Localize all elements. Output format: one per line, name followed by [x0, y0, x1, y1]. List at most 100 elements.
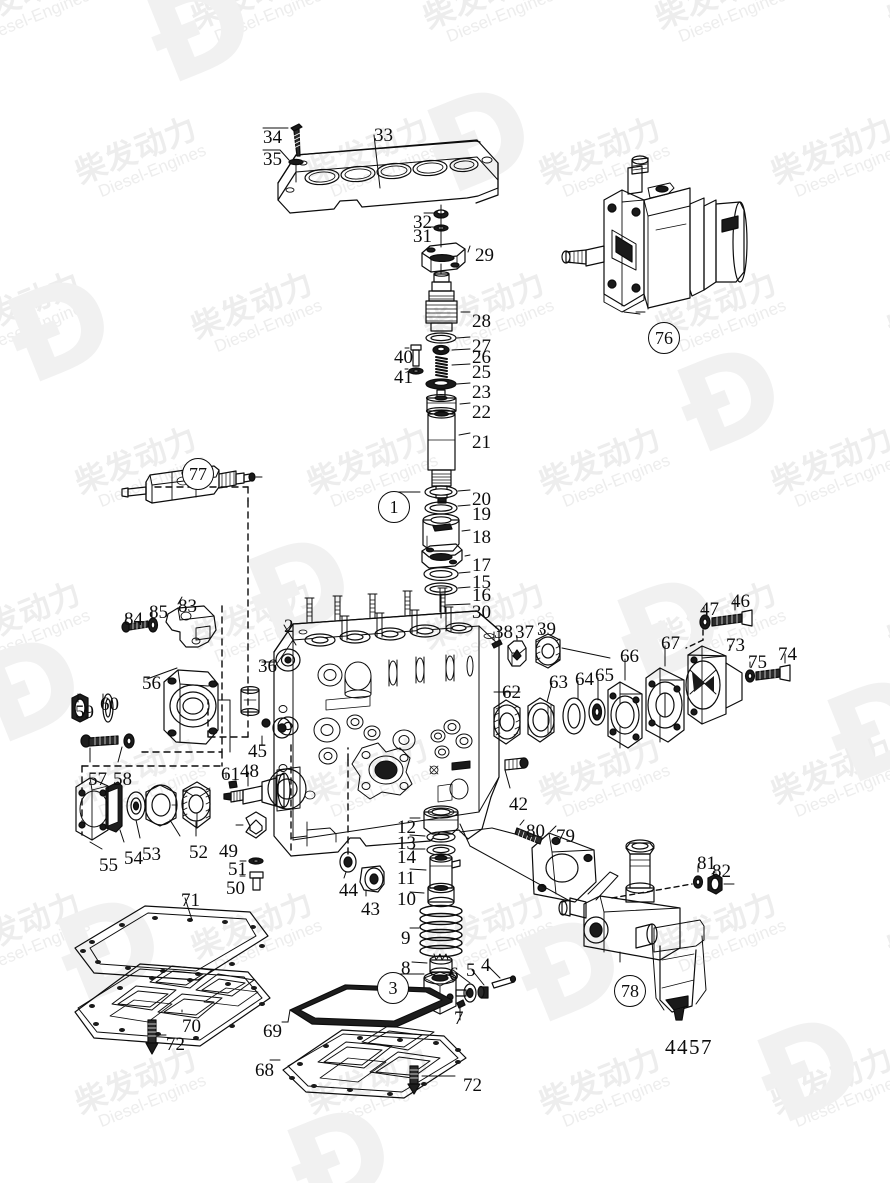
part-70-cover-plate: [74, 963, 271, 1047]
part-callout-76: 76: [648, 322, 680, 354]
part-label-73: 73: [726, 635, 745, 656]
part-84-screw: [121, 613, 149, 633]
part-label-38: 38: [494, 622, 513, 643]
part-65-seal: [588, 677, 606, 726]
part-label-11: 11: [397, 868, 416, 889]
part-27-oring: [425, 332, 471, 344]
part-64-spacer-ring: [562, 680, 586, 735]
part-label-22: 22: [472, 402, 491, 423]
part-4-rod: [487, 965, 517, 989]
part-35-washer: [262, 149, 304, 183]
part-16-ring: [424, 582, 471, 596]
part-5-collar: [471, 969, 489, 999]
part-label-72: 72: [463, 1075, 482, 1096]
part-73-bell-housing: [685, 644, 743, 725]
part-label-8: 8: [401, 958, 411, 979]
part-label-2: 2: [284, 616, 294, 637]
part-18-tappet: [422, 513, 471, 552]
part-callout-1: 1: [378, 491, 410, 523]
part-label-15: 15: [472, 572, 491, 593]
part-label-34: 34: [263, 127, 282, 148]
part-label-59: 59: [75, 702, 94, 723]
part-label-56: 56: [142, 673, 161, 694]
part-9-spring: [409, 904, 463, 958]
part-label-44: 44: [339, 880, 358, 901]
part-label-6: 6: [449, 964, 459, 985]
part-39-gear-segment: [535, 629, 611, 669]
part-28-pump-element: [425, 263, 471, 332]
part-label-30: 30: [472, 602, 491, 623]
part-37-collar: [507, 635, 527, 667]
part-59-nut: [71, 693, 89, 723]
part-48-camshaft: [223, 771, 291, 809]
part-69-gasket-bottom: [281, 984, 453, 1028]
part-63-bearing-race: [527, 682, 555, 743]
part-57-screw: [80, 734, 119, 763]
part-66-flange-plate: [607, 658, 643, 749]
part-label-68: 68: [255, 1060, 274, 1081]
part-75-washer: [744, 661, 756, 683]
part-label-19: 19: [472, 504, 491, 525]
part-58-washer: [117, 733, 135, 763]
part-label-69: 69: [263, 1021, 282, 1042]
part-79-mounting-bracket: [531, 825, 597, 903]
part-label-48: 48: [240, 761, 259, 782]
part-label-60: 60: [100, 694, 119, 715]
part-label-43: 43: [361, 899, 380, 920]
part-53-bearing: [126, 791, 146, 839]
part-68-bottom-cover: [269, 1025, 467, 1099]
part-60-shim: [102, 693, 114, 723]
part-49-cam-follower: [235, 811, 267, 839]
part-callout-3: 3: [377, 972, 409, 1004]
part-label-50: 50: [226, 878, 245, 899]
part-label-75: 75: [748, 652, 767, 673]
part-83-bracket: [165, 596, 217, 648]
part-label-32: 32: [413, 212, 432, 233]
part-78-feed-pump: [558, 839, 707, 1021]
part-7-pin: [456, 999, 466, 1021]
part-8-lower-seat: [411, 953, 453, 977]
part-82-nut: [707, 871, 735, 895]
part-label-7: 7: [454, 1008, 464, 1029]
part-label-28: 28: [472, 311, 491, 332]
part-label-55: 55: [99, 855, 118, 876]
part-label-14: 14: [397, 847, 416, 868]
part-label-74: 74: [778, 644, 797, 665]
part-67-bearing-housing: [645, 645, 685, 743]
part-52-bearing-nut: [181, 781, 211, 837]
part-label-83: 83: [178, 596, 197, 617]
part-72-screw-left: [145, 1019, 167, 1055]
part-41-washer: [404, 367, 424, 375]
part-6-bushing: [452, 969, 477, 1003]
part-40-screw: [404, 344, 422, 367]
part-label-49: 49: [219, 841, 238, 862]
part-label-4: 4: [481, 955, 491, 976]
part-56-bearing-cover: [146, 667, 231, 753]
part-label-52: 52: [189, 842, 208, 863]
part-label-81: 81: [697, 853, 716, 874]
part-14-shim: [409, 844, 456, 856]
part-44-washer: [339, 851, 357, 879]
part-callout-78: 78: [614, 975, 646, 1007]
part-label-13: 13: [397, 833, 416, 854]
part-label-46: 46: [731, 591, 750, 612]
part-72-screw-bottom: [407, 1065, 456, 1095]
part-label-58: 58: [113, 769, 132, 790]
part-label-67: 67: [661, 633, 680, 654]
part-43-screw: [359, 865, 385, 897]
part-20-ring: [424, 485, 471, 499]
part-label-40: 40: [394, 347, 413, 368]
part-label-82: 82: [712, 861, 731, 882]
part-label-53: 53: [142, 844, 161, 865]
part-label-79: 79: [556, 826, 575, 847]
part-51-washer: [239, 857, 264, 865]
part-45-shim: [261, 717, 292, 746]
part-label-61: 61: [221, 764, 240, 785]
part-17-plate: [421, 543, 471, 569]
part-76-feed-pump-assembly: [561, 155, 748, 315]
part-label-35: 35: [263, 149, 282, 170]
part-label-51: 51: [228, 859, 247, 880]
part-label-65: 65: [595, 665, 614, 686]
leader-33: [373, 134, 381, 189]
